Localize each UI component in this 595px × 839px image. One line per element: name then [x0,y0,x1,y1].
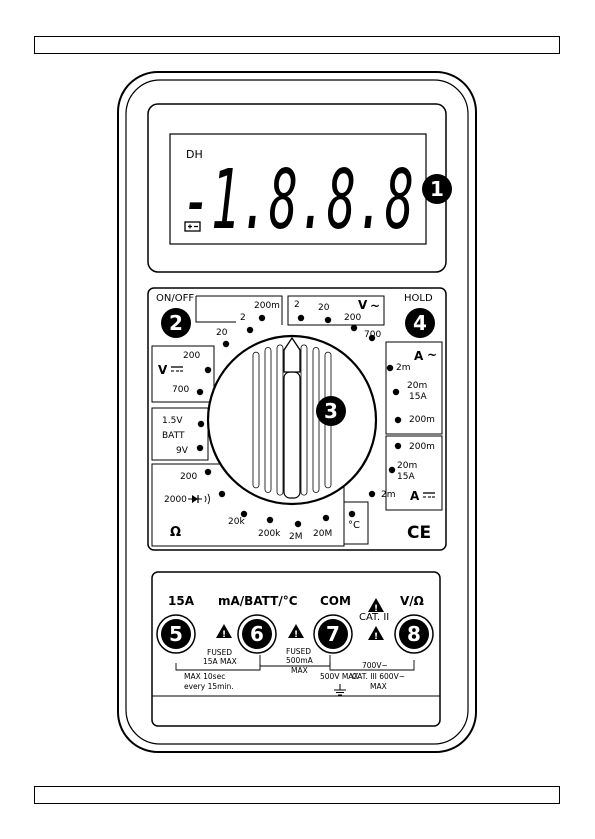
t15a-note-10sec: MAX 10sec [184,672,225,681]
lcd-reading: -1.8.8.8 [182,153,414,248]
v-note-max: MAX [370,682,387,691]
range-dot [197,445,203,451]
terminal-label-15a: 15A [168,594,195,608]
rotary-dial[interactable] [208,336,376,504]
callout-number: 8 [407,622,421,646]
on-off-label: ON/OFF [156,293,194,304]
acv-label: V [358,298,368,312]
range-dot [349,511,355,517]
ohm-range-200k: 200k [258,529,281,539]
batt-range-9v: 9V [176,446,189,456]
svg-text:!: ! [374,632,378,642]
dcv-label: V [158,363,168,377]
range-dot [387,365,393,371]
range-dot [395,443,401,449]
callout-number: 2 [169,311,183,335]
ac-current-symbol-icon: ~ [427,348,437,362]
range-dot [295,521,301,527]
dcv-range-700: 700 [172,385,189,395]
range-dot [219,491,225,497]
aca-range-200m: 200m [409,415,435,425]
ma-note-500ma: 500mA [286,656,314,665]
temp-label: °C [348,520,360,531]
dial-knob-center [284,372,300,498]
hold-label: HOLD [404,293,433,304]
ac-symbol-icon: ~ [370,299,380,313]
acv-range-2: 2 [294,300,300,310]
ohm-label: Ω [170,525,181,540]
aca-range-15a: 15A [409,392,427,402]
dcv-range-200: 200 [183,351,200,361]
ohm-range-200: 200 [180,472,197,482]
ground-icon [334,684,346,695]
range-dot [205,367,211,373]
dc-symbol-icon [171,367,183,371]
range-dot [267,517,273,523]
svg-text:!: ! [294,630,298,640]
range-dot [298,315,304,321]
dcv-range-2: 2 [240,313,246,323]
ohm-range-2000: 2000 [164,495,187,505]
range-dot [205,469,211,475]
dc-current-symbol-icon [423,493,435,497]
ma-note-fused: FUSED [286,647,311,656]
range-dot [247,327,253,333]
range-dot [393,389,399,395]
dca-range-20m: 20m [397,461,417,471]
acv-range-200: 200 [344,313,361,323]
ce-mark: CE [407,523,431,543]
terminal-label-ma-batt-temp: mA/BATT/°C [218,594,298,608]
range-dot [325,317,331,323]
dca-range-2m: 2m [381,490,396,500]
terminal-label-com: COM [320,594,351,608]
range-dot [197,389,203,395]
acv-range-20: 20 [318,303,330,313]
v-note-700v: 700V~ [362,661,388,670]
acv-range-700: 700 [364,330,381,340]
ohm-range-20k: 20k [228,517,245,527]
t15a-note-15min: every 15min. [184,682,234,691]
aca-label: A [414,349,424,363]
batt-label: BATT [162,431,185,441]
warning-icon: ! [288,624,304,640]
terminal-label-v-ohm: V/Ω [400,594,424,608]
diode-continuity-icon [188,494,210,504]
aca-range-20m: 20m [407,381,427,391]
v-note-cat2: CAT. II [359,612,389,623]
ohm-range-2m: 2M [289,532,303,542]
range-dot [223,341,229,347]
range-dot [198,421,204,427]
range-dot [369,491,375,497]
t15a-note-max: 15A MAX [203,657,237,666]
batt-range-1-5v: 1.5V [162,416,183,426]
ohm-range-20m: 20M [313,529,332,539]
callout-number: 4 [413,311,427,335]
range-dot [389,467,395,473]
callout-number: 6 [250,622,264,646]
dca-range-15a: 15A [397,472,415,482]
range-dot [351,325,357,331]
dcv-range-20: 20 [216,328,228,338]
dca-label: A [410,489,420,503]
callout-number: 3 [324,399,338,423]
range-dot [259,315,265,321]
ma-note-max: MAX [291,666,308,675]
v-note-cat3: CAT. III 600V~ [352,672,405,681]
t15a-note-fused: FUSED [207,648,232,657]
callout-number: 7 [326,622,340,646]
range-dot [395,417,401,423]
callout-number: 5 [169,622,183,646]
callout-number: 1 [430,177,444,201]
svg-text:!: ! [222,630,226,640]
range-dot [323,515,329,521]
aca-range-2m: 2m [396,363,411,373]
warning-icon: ! [216,624,232,640]
warning-icon: ! [368,626,384,642]
dcv-range-200m: 200m [254,301,280,311]
dca-range-200m: 200m [409,442,435,452]
